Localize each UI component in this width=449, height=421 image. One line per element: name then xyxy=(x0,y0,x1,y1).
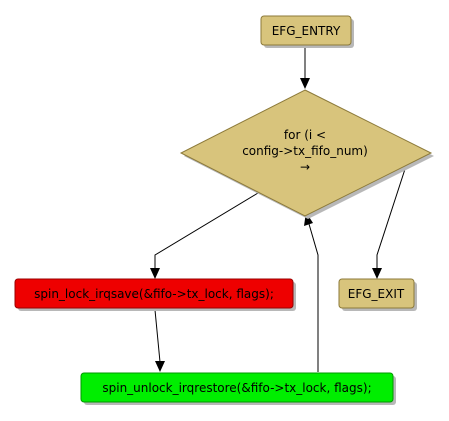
edges xyxy=(150,45,407,372)
lock-box xyxy=(14,278,294,309)
edge-loop-to-lock xyxy=(154,192,259,268)
decision-line-3: → xyxy=(300,160,310,174)
lock-label: spin_lock_irqsave(&fifo->tx_lock, flags)… xyxy=(34,287,274,301)
exit-label: EFG_EXIT xyxy=(348,287,405,301)
node-efg-entry: EFG_ENTRY xyxy=(260,15,354,48)
node-spin-lock: spin_lock_irqsave(&fifo->tx_lock, flags)… xyxy=(14,278,296,311)
decision-line-1: for (i < xyxy=(284,128,326,142)
edge-unlock-to-loop xyxy=(308,223,319,372)
arrowhead-lock-to-unlock xyxy=(155,361,165,372)
entry-label: EFG_ENTRY xyxy=(272,24,341,38)
arrowhead-loop-to-exit xyxy=(372,268,382,279)
decision-diamond xyxy=(179,89,433,217)
edge-lock-to-unlock xyxy=(154,309,161,363)
decision-line-2: config->tx_fifo_num) xyxy=(242,144,368,158)
unlock-box xyxy=(80,372,394,403)
node-loop-decision: for (i < config->tx_fifo_num) → xyxy=(179,89,434,219)
arrowhead-loop-to-lock xyxy=(150,268,160,279)
node-efg-exit: EFG_EXIT xyxy=(338,278,417,311)
edge-loop-to-exit xyxy=(376,165,407,268)
unlock-label: spin_unlock_irqrestore(&fifo->tx_lock, f… xyxy=(102,381,371,395)
exit-box xyxy=(338,278,415,309)
node-spin-unlock: spin_unlock_irqrestore(&fifo->tx_lock, f… xyxy=(80,372,396,405)
entry-box xyxy=(260,15,352,46)
arrowhead-entry-to-loop xyxy=(300,78,310,89)
